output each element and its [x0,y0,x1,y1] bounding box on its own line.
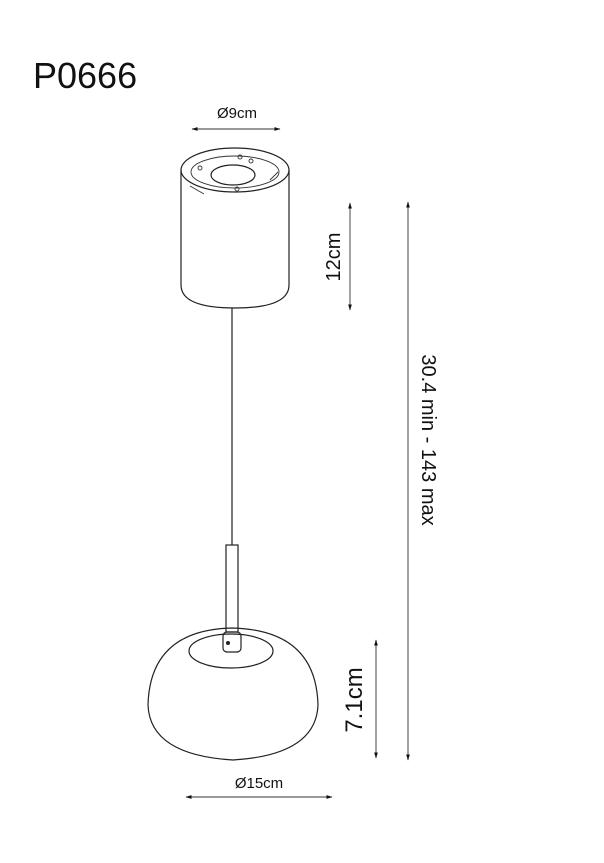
shade-height-label: 7.1cm [341,667,368,732]
canopy [180,147,290,309]
canopy-diameter-label: Ø9cm [217,105,257,122]
shade [147,627,319,761]
product-code: P0666 [33,55,137,96]
canopy-height-label: 12cm [323,233,345,282]
shade-diameter-label: Ø15cm [235,775,283,792]
cord-tube [225,544,239,633]
total-height-label: 30.4 min - 143 max [417,354,439,525]
